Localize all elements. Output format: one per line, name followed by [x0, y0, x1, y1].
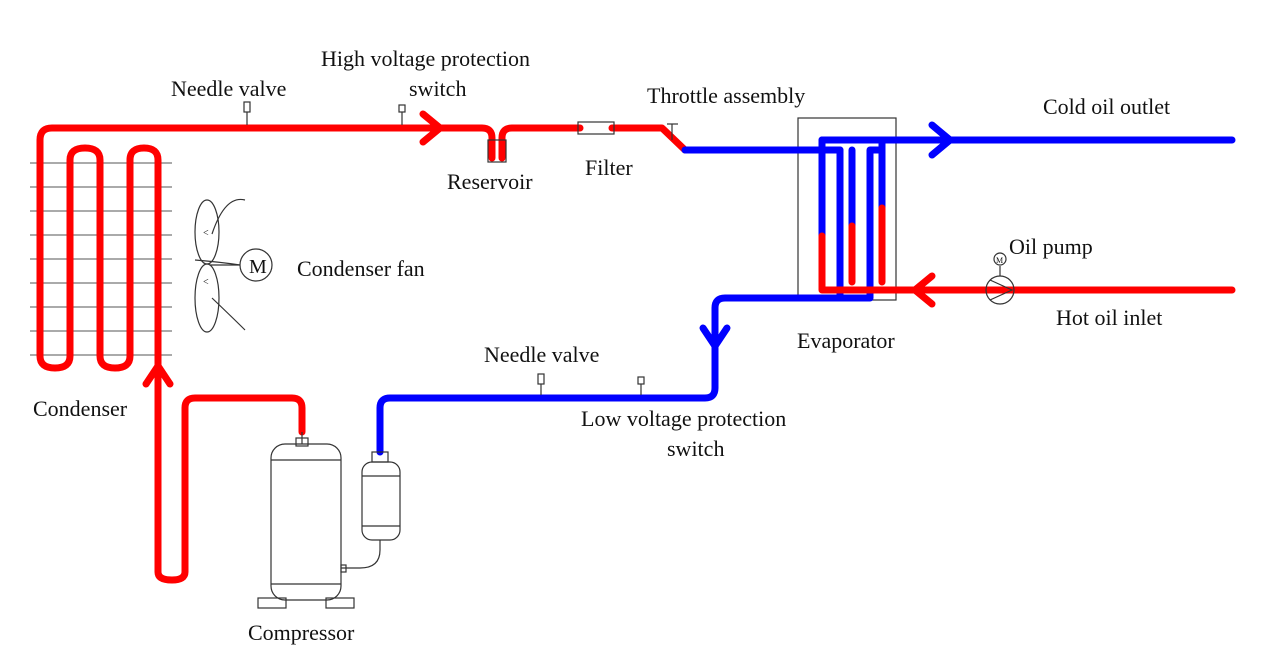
label-throttle: Throttle assembly: [647, 83, 805, 108]
condenser: [30, 124, 404, 372]
lv-switch-icon: [637, 376, 645, 395]
label-lv-switch-line2: switch: [667, 436, 724, 461]
high-pressure-line: [396, 124, 689, 162]
label-lv-switch-line1: Low voltage protection: [581, 406, 786, 431]
flow-arrow-discharge: [142, 362, 174, 388]
reservoir-icon: [487, 139, 507, 163]
label-hv-switch-line2: switch: [409, 76, 466, 101]
fan-motor-icon: [239, 248, 273, 282]
label-compressor: Compressor: [248, 620, 355, 645]
suction-line: [376, 294, 844, 456]
label-hot-oil-inlet: Hot oil inlet: [1056, 305, 1162, 330]
fan-motor-symbol: M: [249, 256, 267, 278]
label-evaporator: Evaporator: [797, 328, 895, 353]
compressor-icon: [257, 432, 381, 609]
evaporator-coil-red: [818, 204, 1236, 294]
flow-arrow-top-right: [419, 110, 444, 146]
label-hv-switch-line1: High voltage protection: [321, 46, 530, 71]
accumulator-icon: [361, 451, 401, 541]
oil-pump-icon: M: [985, 252, 1015, 305]
label-needle-valve-top: Needle valve: [171, 76, 286, 101]
label-reservoir: Reservoir: [447, 169, 533, 194]
flow-arrow-cold-outlet: [928, 121, 954, 159]
hv-switch-icon: [398, 104, 406, 125]
label-oil-pump: Oil pump: [1009, 234, 1093, 259]
condenser-fan: < < M: [194, 198, 273, 333]
label-condenser: Condenser: [33, 396, 128, 421]
needle-valve-bottom-icon: [537, 373, 545, 395]
svg-text:<: <: [203, 228, 209, 239]
condenser-coil: [36, 124, 404, 372]
oil-pump-motor-symbol: M: [996, 256, 1003, 265]
svg-text:<: <: [203, 277, 209, 288]
discharge-line: [154, 361, 306, 584]
flow-arrow-suction: [699, 324, 731, 350]
label-condenser-fan: Condenser fan: [297, 256, 425, 281]
throttle-icon: [667, 123, 678, 140]
needle-valve-top-icon: [243, 101, 251, 125]
flow-arrow-hot-inlet: [911, 272, 936, 308]
filter-icon: [577, 121, 615, 135]
label-needle-valve-bottom: Needle valve: [484, 342, 599, 367]
label-cold-oil-outlet: Cold oil outlet: [1043, 94, 1170, 119]
label-filter: Filter: [585, 155, 633, 180]
